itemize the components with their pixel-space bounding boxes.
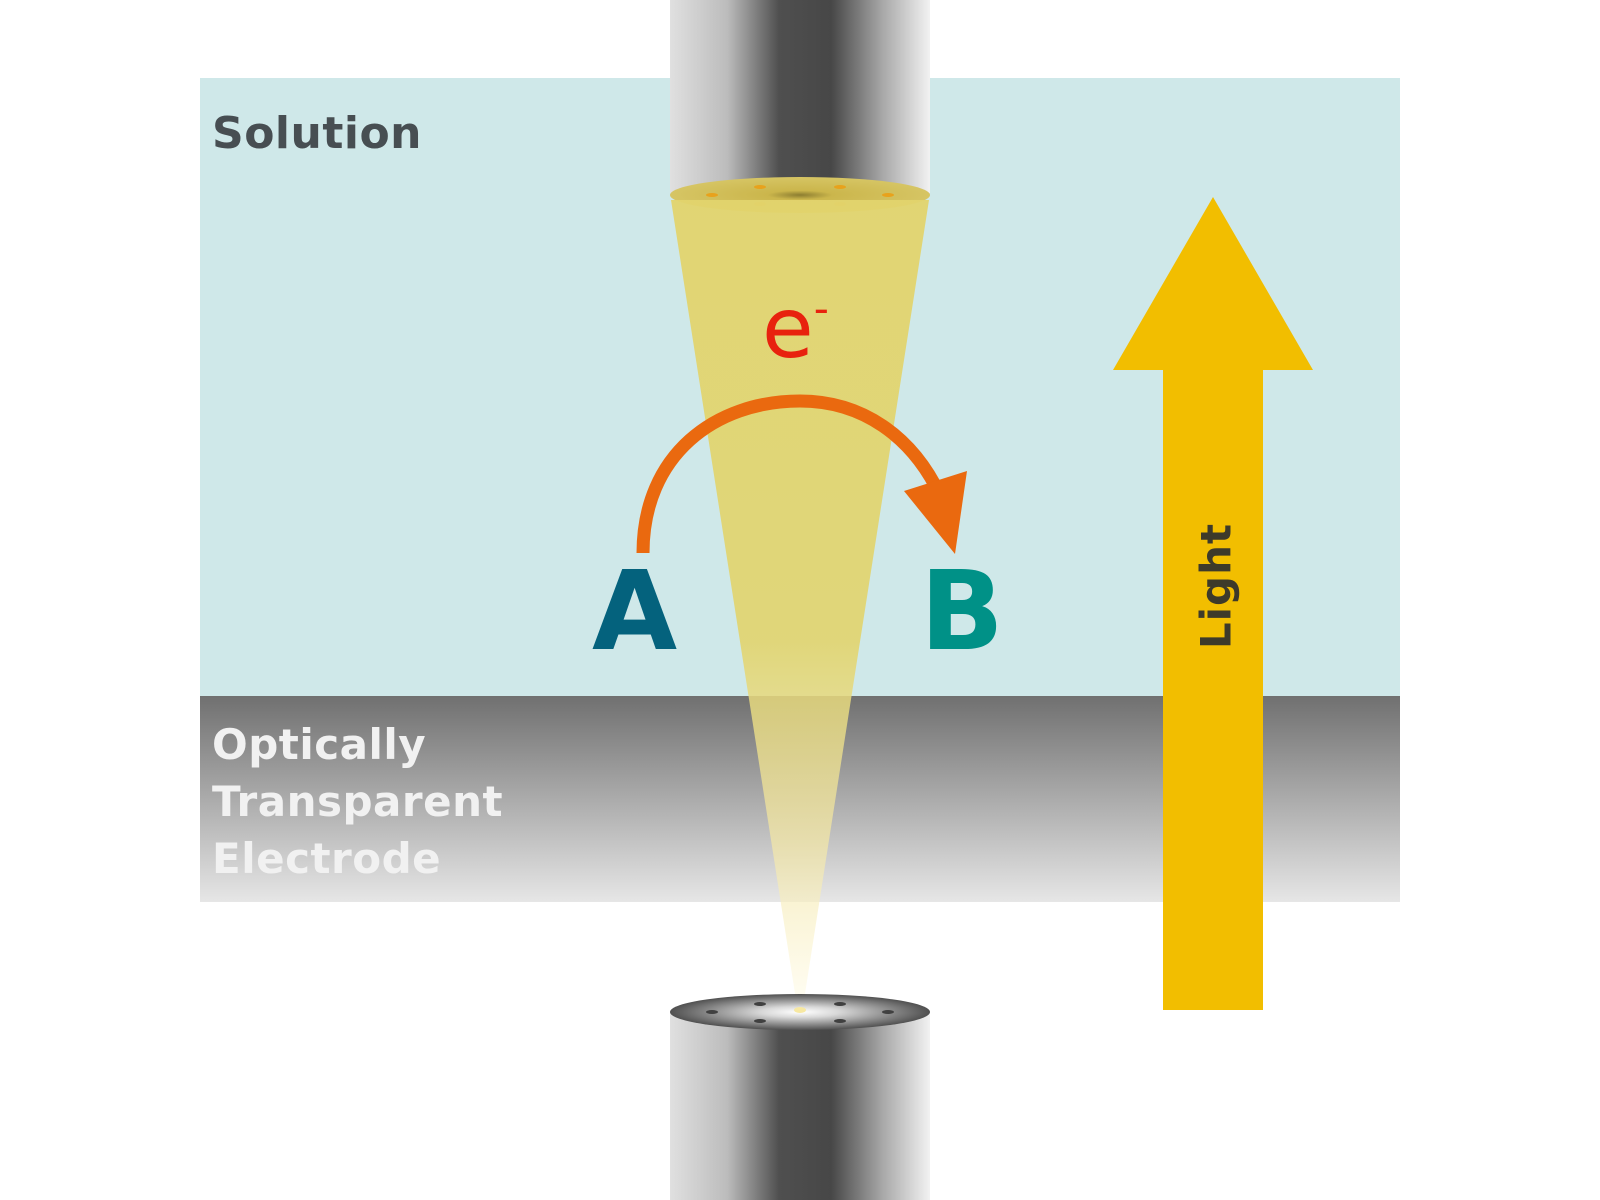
up-arrow-icon xyxy=(1113,197,1313,1010)
lower-probe-fiber-dots xyxy=(706,1002,894,1023)
electrode-label-line-3: Electrode xyxy=(212,834,442,883)
lower-probe xyxy=(670,994,930,1200)
lower-probe-body xyxy=(670,1012,930,1200)
upper-probe xyxy=(670,0,930,213)
lower-probe-emitter xyxy=(794,1007,806,1013)
electrode-label-line-2: Transparent xyxy=(212,777,504,826)
curved-arrow-icon xyxy=(636,394,967,554)
electron-symbol: e xyxy=(762,279,814,377)
light-label: Light xyxy=(1191,522,1241,650)
upper-probe-body xyxy=(670,0,930,193)
electron-charge: - xyxy=(813,284,829,333)
electrode-label-line-1: Optically xyxy=(212,720,427,769)
electrode-label: Optically Transparent Electrode xyxy=(212,716,503,887)
species-a-label: A xyxy=(592,547,678,675)
solution-label: Solution xyxy=(212,108,422,159)
light-beam xyxy=(671,200,929,1000)
species-b-label: B xyxy=(920,547,1004,675)
electron-label: e- xyxy=(762,286,829,370)
